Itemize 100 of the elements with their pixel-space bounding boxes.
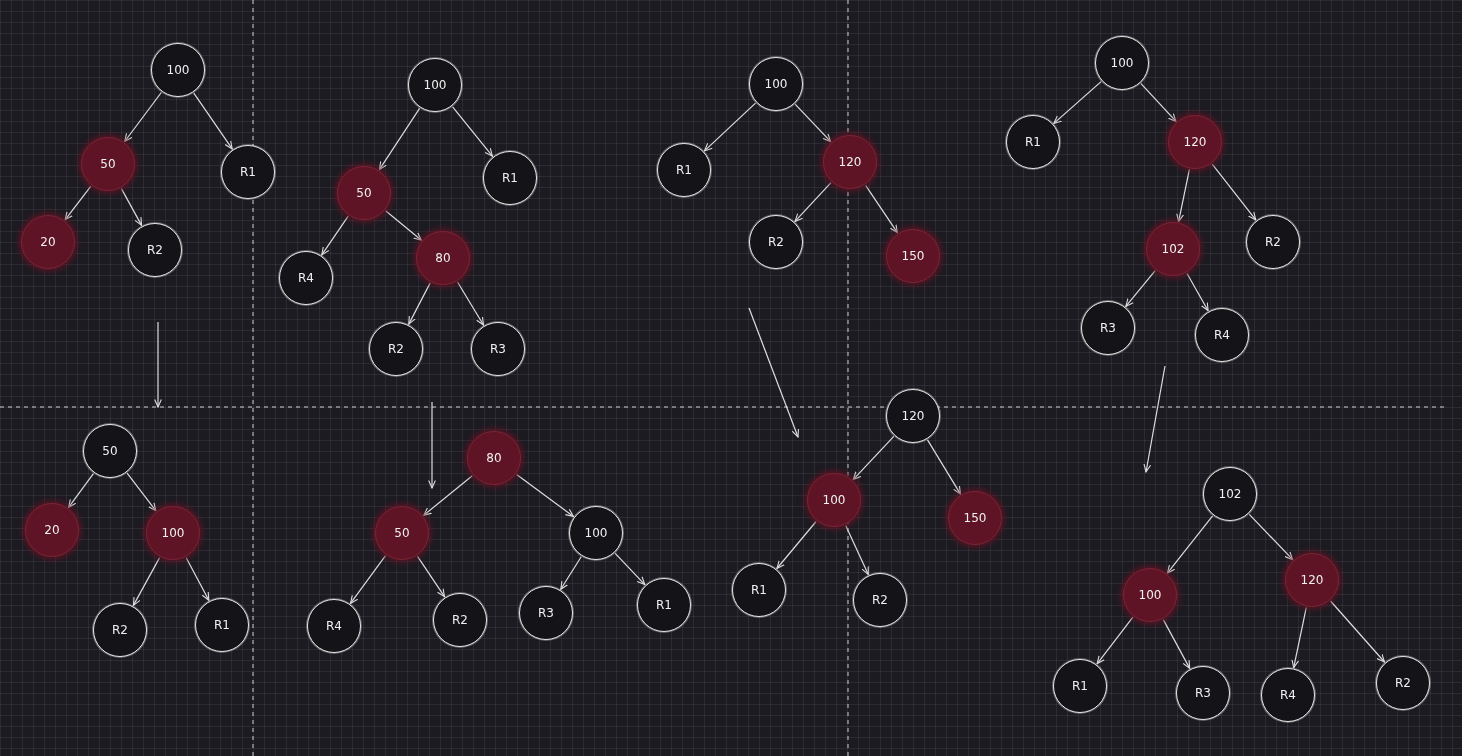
- arrow: [865, 184, 898, 234]
- node-label: R4: [298, 271, 314, 285]
- tree-node-circle: [886, 229, 940, 283]
- tree-node-circle: [732, 563, 786, 617]
- node-label: R1: [1072, 679, 1088, 693]
- node-label: 100: [1138, 588, 1162, 602]
- arrow: [845, 524, 869, 576]
- tree-node-circle: [337, 166, 391, 220]
- tree-node-circle: [1261, 668, 1315, 722]
- tree-node-circle: [948, 491, 1002, 545]
- tree-node-circle: [408, 58, 462, 112]
- node-label: 120: [838, 155, 862, 169]
- node-label: 100: [161, 526, 185, 540]
- node-label: R2: [872, 593, 888, 607]
- tree-node-circle: [749, 215, 803, 269]
- arrow: [794, 182, 832, 222]
- arrow: [423, 475, 473, 516]
- tree-node-circle: [471, 322, 525, 376]
- arrow: [408, 282, 431, 325]
- node-label: 20: [40, 235, 56, 249]
- tree-node-circle: [467, 431, 521, 485]
- arrow: [378, 107, 421, 171]
- tree-node-circle: [1376, 656, 1430, 710]
- node-label: 100: [584, 526, 608, 540]
- tree-node-circle: [569, 506, 623, 560]
- node-label: 80: [435, 251, 451, 265]
- node-label: 20: [44, 523, 60, 537]
- node-label: R2: [1395, 676, 1411, 690]
- arrow: [124, 91, 162, 143]
- tree-node-circle: [1006, 115, 1060, 169]
- node-label: 100: [764, 77, 788, 91]
- node-label: 120: [901, 409, 925, 423]
- tree-node-circle: [221, 145, 275, 199]
- node-label: R3: [538, 606, 554, 620]
- node-label: 100: [1110, 56, 1134, 70]
- tree-node-circle: [375, 506, 429, 560]
- node-label: R4: [1280, 688, 1296, 702]
- node-label: R4: [1214, 328, 1230, 342]
- arrow: [1186, 272, 1209, 312]
- arrow: [126, 472, 157, 512]
- arrow: [132, 557, 161, 606]
- arrow: [1096, 616, 1134, 665]
- node-label: 50: [102, 444, 118, 458]
- tree-node-circle: [1095, 36, 1149, 90]
- node-label: 100: [822, 493, 846, 507]
- arrow: [1140, 83, 1177, 122]
- arrow: [120, 188, 143, 226]
- node-label: R2: [1265, 235, 1281, 249]
- arrow: [852, 435, 895, 481]
- tree-node-circle: [1285, 553, 1339, 607]
- arrow: [68, 473, 94, 508]
- node-label: R3: [490, 342, 506, 356]
- arrow: [456, 281, 485, 326]
- tree-node-circle: [93, 603, 147, 657]
- tree-node-circle: [25, 503, 79, 557]
- node-label: R2: [112, 623, 128, 637]
- tree-node-circle: [279, 251, 333, 305]
- arrow: [349, 555, 387, 604]
- node-label: R1: [676, 163, 692, 177]
- node-label: R1: [751, 583, 767, 597]
- arrow: [64, 185, 92, 221]
- tree-node-circle: [657, 143, 711, 197]
- node-label: R1: [656, 598, 672, 612]
- arrow: [1053, 81, 1102, 124]
- arrow: [321, 215, 349, 256]
- node-label: 80: [486, 451, 502, 465]
- node-label: R1: [1025, 135, 1041, 149]
- tree-node-circle: [195, 598, 249, 652]
- node-label: R1: [502, 171, 518, 185]
- tree-node-circle: [637, 578, 691, 632]
- arrow: [614, 552, 646, 586]
- arrow: [452, 106, 493, 157]
- tree-node-circle: [807, 473, 861, 527]
- node-label: R1: [214, 618, 230, 632]
- node-label: R3: [1100, 321, 1116, 335]
- tree-node-circle: [1246, 215, 1300, 269]
- tree-node-circle: [483, 151, 537, 205]
- arrow: [560, 556, 582, 590]
- tree-node-circle: [307, 599, 361, 653]
- tree-node-circle: [433, 593, 487, 647]
- tree-node-circle: [146, 506, 200, 560]
- node-label: 102: [1161, 242, 1185, 256]
- arrow: [1166, 515, 1214, 574]
- tree-node-circle: [21, 215, 75, 269]
- arrow: [193, 92, 233, 150]
- tree-node-circle: [1168, 115, 1222, 169]
- tree-node-circle: [151, 43, 205, 97]
- node-label: R2: [768, 235, 784, 249]
- node-label: R4: [326, 619, 342, 633]
- node-label: 150: [901, 249, 925, 263]
- arrow: [1125, 270, 1156, 307]
- tree-node-circle: [823, 135, 877, 189]
- node-label: 120: [1183, 135, 1207, 149]
- arrow: [385, 210, 422, 241]
- node-label: 50: [356, 186, 372, 200]
- node-label: 100: [423, 78, 447, 92]
- tree-node-circle: [1195, 308, 1249, 362]
- arrow: [416, 555, 446, 598]
- tree-node-circle: [81, 137, 135, 191]
- node-label: R2: [147, 243, 163, 257]
